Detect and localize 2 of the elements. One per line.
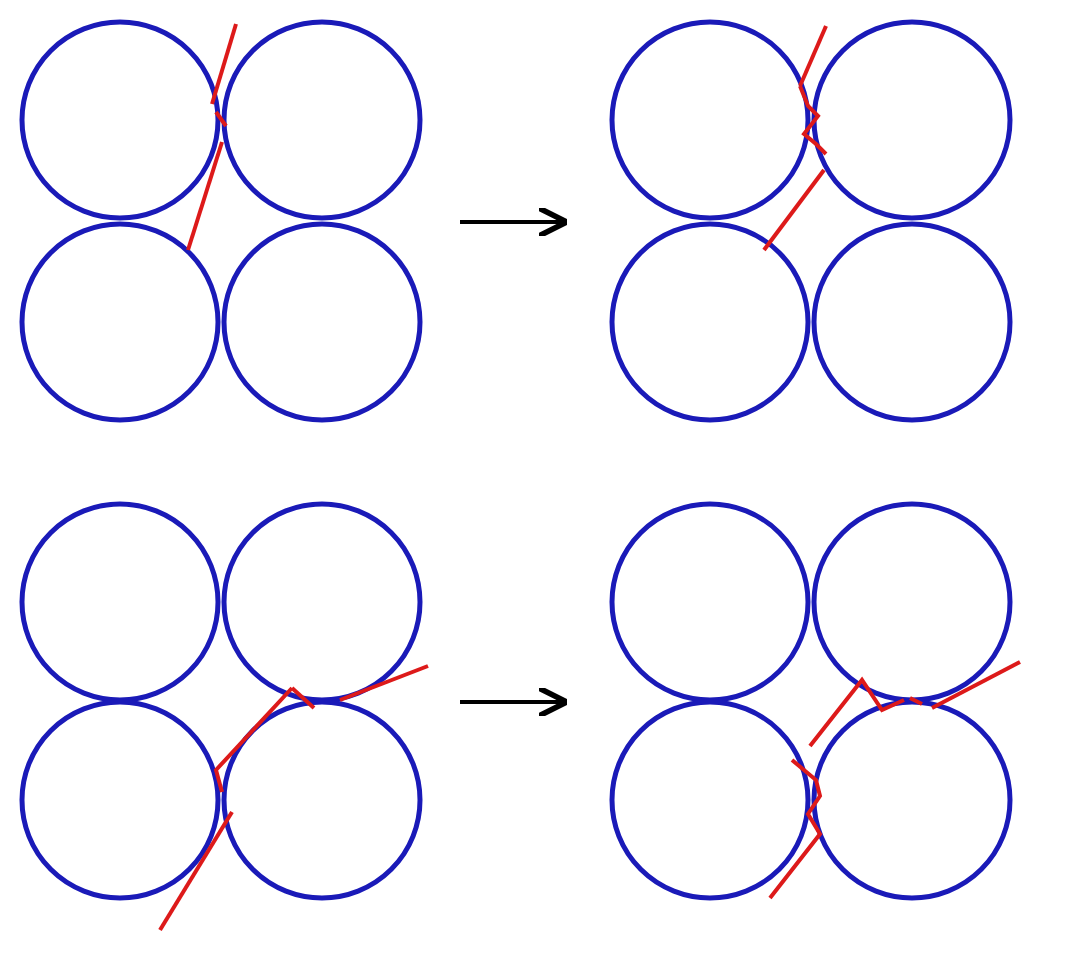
arrow <box>460 205 570 239</box>
arrow <box>460 685 570 719</box>
